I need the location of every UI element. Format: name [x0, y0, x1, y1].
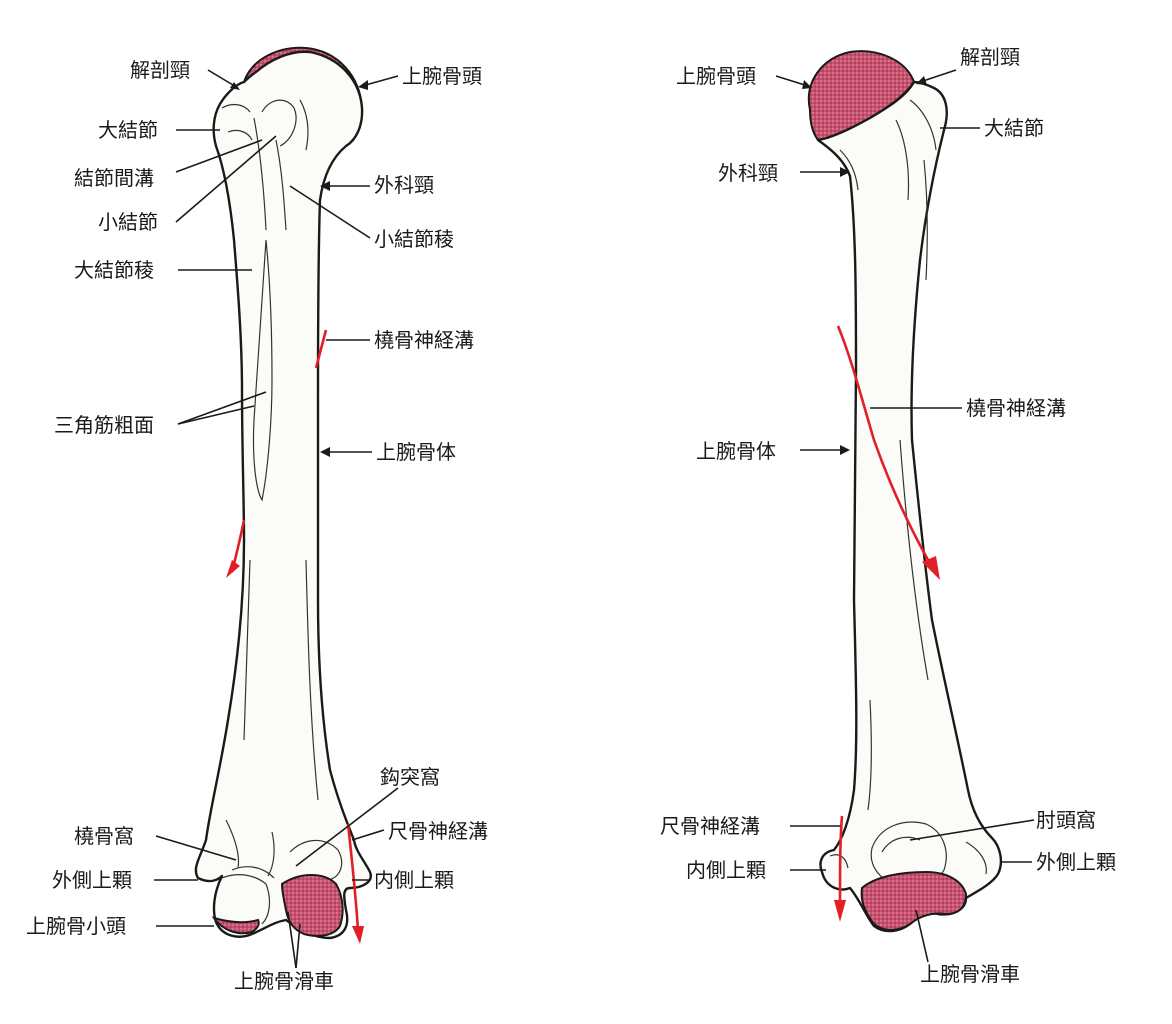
anterior-tubercle-details	[221, 99, 309, 231]
label-anterior-humeral-body: 上腕骨体	[376, 440, 456, 464]
label-posterior-ulnar-groove: 尺骨神経溝	[660, 814, 760, 838]
label-posterior-greater-tubercle: 大結節	[984, 116, 1044, 140]
anterior-trochlea	[280, 874, 344, 937]
label-anterior-ulnar-groove: 尺骨神経溝	[388, 819, 488, 843]
label-anterior-anatomical-neck: 解剖頸	[130, 58, 190, 82]
posterior-humerus	[807, 50, 1003, 933]
label-posterior-humeral-body: 上腕骨体	[696, 439, 776, 463]
anterior-capitulum	[211, 916, 260, 935]
leader-lines	[154, 69, 1035, 969]
label-anterior-crest-greater-tubercle: 大結節稜	[74, 258, 154, 282]
label-anterior-radial-fossa: 橈骨窩	[74, 824, 134, 848]
posterior-trochlea	[860, 870, 968, 931]
label-posterior-lateral-epicondyle: 外側上顆	[1036, 850, 1116, 874]
label-anterior-crest-lesser-tubercle: 小結節稜	[374, 227, 454, 251]
label-anterior-capitulum: 上腕骨小頭	[26, 914, 126, 938]
posterior-proximal-details	[839, 99, 937, 281]
label-anterior-radial-groove: 橈骨神経溝	[374, 328, 474, 352]
anterior-bone-outline	[194, 50, 372, 940]
label-anterior-lateral-epicondyle: 外側上顆	[52, 868, 132, 892]
label-posterior-trochlea: 上腕骨滑車	[920, 962, 1020, 986]
label-posterior-olecranon-fossa: 肘頭窩	[1036, 808, 1096, 832]
label-posterior-surgical-neck: 外科頸	[718, 161, 778, 185]
anterior-humerus	[194, 46, 372, 944]
label-anterior-surgical-neck: 外科頸	[374, 173, 434, 197]
label-anterior-intertubercular-groove: 結節間溝	[74, 166, 154, 190]
label-anterior-lesser-tubercle: 小結節	[98, 210, 158, 234]
posterior-radial-nerve	[836, 325, 930, 561]
posterior-ulnar-nerve	[838, 815, 844, 905]
anterior-distal-details	[225, 819, 343, 881]
anterior-radial-groove-mark	[314, 329, 328, 369]
anterior-deltoid-tuberosity	[252, 239, 273, 502]
label-anterior-deltoid-tuberosity: 三角筋粗面	[54, 413, 154, 437]
labels: 解剖頸 上腕骨頭 大結節 結節間溝 外科頸 小結節 小結節稜 大結節稜 橈骨神経…	[26, 45, 1116, 993]
label-posterior-humeral-head: 上腕骨頭	[676, 64, 756, 88]
label-anterior-coronoid-fossa: 鈎突窩	[380, 765, 440, 789]
label-posterior-anatomical-neck: 解剖頸	[960, 45, 1020, 69]
label-posterior-radial-groove: 橈骨神経溝	[966, 396, 1066, 420]
label-anterior-greater-tubercle: 大結節	[98, 118, 158, 142]
label-anterior-trochlea: 上腕骨滑車	[234, 969, 334, 993]
label-anterior-humeral-head: 上腕骨頭	[402, 64, 482, 88]
posterior-bone-outline	[816, 80, 1003, 933]
label-anterior-medial-epicondyle: 内側上顆	[374, 868, 454, 892]
label-posterior-medial-epicondyle: 内側上顆	[686, 858, 766, 882]
